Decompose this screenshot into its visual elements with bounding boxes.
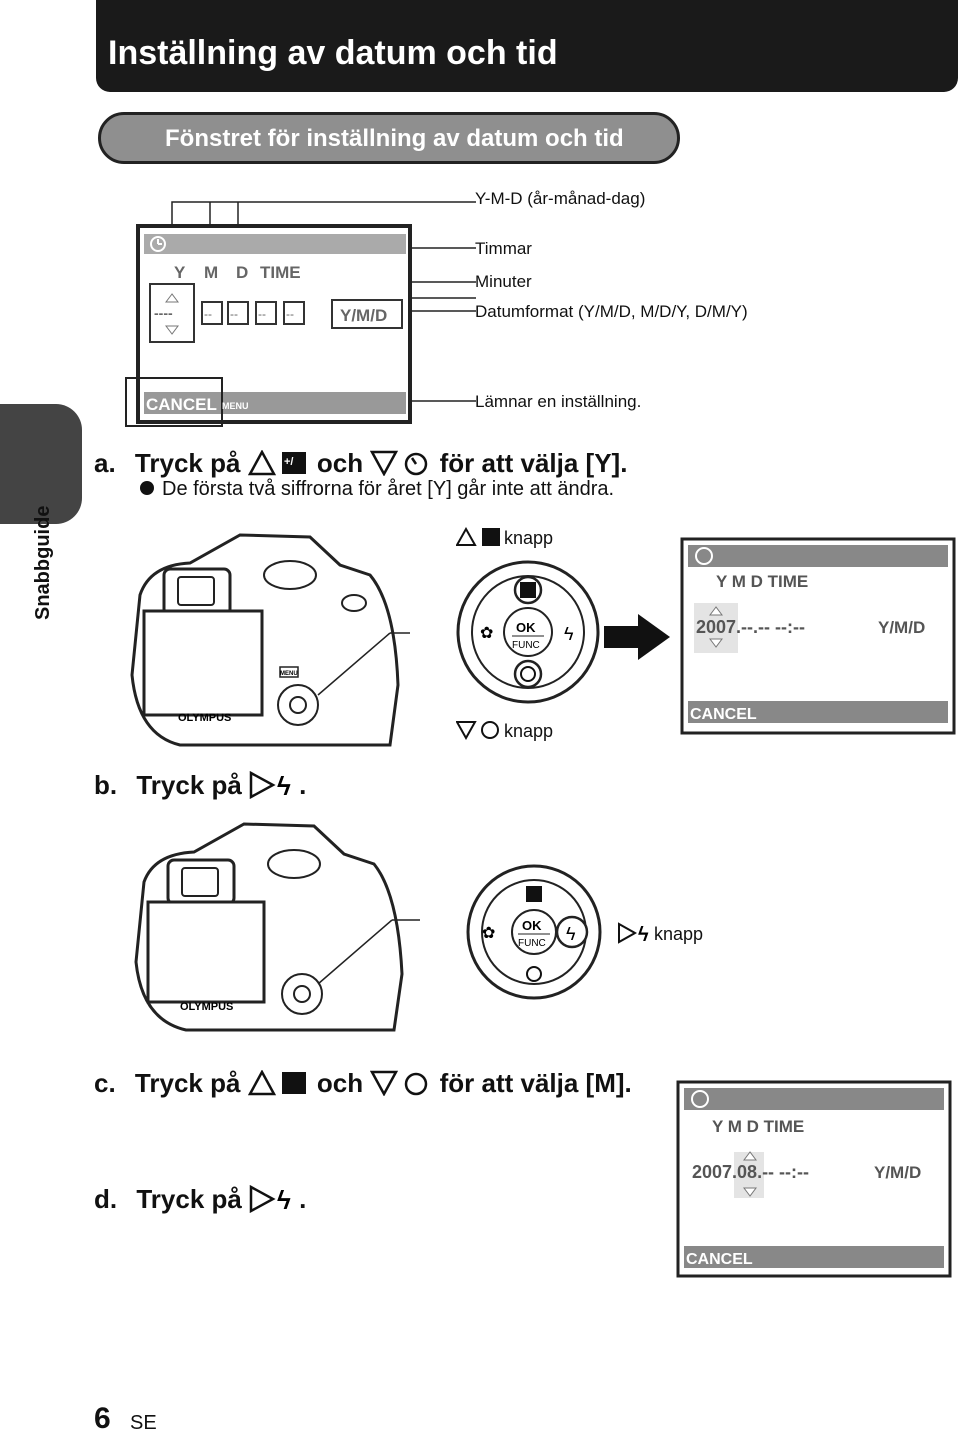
menu-label: MENU: [222, 401, 249, 411]
up-exposure-icon: [247, 1069, 306, 1096]
step-d: d. Tryck på ϟ .: [94, 1184, 307, 1215]
screen-c-format: Y/M/D: [874, 1163, 921, 1182]
knapp-right-label: ϟ knapp: [618, 922, 703, 946]
callout-format: Datumformat (Y/M/D, M/D/Y, D/M/Y): [475, 302, 748, 321]
knapp-up-label: knapp: [455, 526, 553, 549]
svg-text:+/: +/: [284, 456, 293, 468]
func-label: FUNC: [512, 640, 540, 651]
macro-icon: ✿: [480, 625, 493, 642]
ok-label-b: OK: [522, 918, 542, 933]
screen-a-format: Y/M/D: [878, 618, 925, 637]
right-flash-icon: ϟ: [618, 922, 649, 946]
step-c: c. Tryck på och för att välja [M].: [94, 1068, 632, 1098]
side-label: Snabbguide: [32, 505, 54, 620]
screen-c-labels: Y M D TIME: [712, 1117, 804, 1136]
down-selftimer-icon: [370, 450, 428, 477]
screen-c-value: 2007.08.-- --:--: [692, 1162, 809, 1182]
label-m: M: [204, 263, 218, 282]
knapp-down-label: knapp: [455, 720, 553, 742]
callout-minutes: Minuter: [475, 272, 532, 291]
side-tab: [0, 404, 82, 524]
control-pad-b: OK FUNC ✿ ϟ: [466, 864, 602, 1000]
page-header: Inställning av datum och tid: [96, 0, 958, 92]
right-flash-icon: ϟ: [249, 770, 291, 801]
callout-cancel: Lämnar en inställning.: [475, 392, 642, 411]
datetime-screen-diagram: Y M D TIME ---- -- -- -- -- Y/M/D CANCEL…: [125, 201, 476, 427]
svg-text:ϟ: ϟ: [638, 924, 649, 944]
arrow-right-icon: [604, 614, 670, 660]
callout-hours: Timmar: [475, 239, 532, 258]
control-pad-a: OK FUNC ✿ ϟ: [456, 560, 600, 704]
screen-c-diagram: Y M D TIME 2007.08.-- --:-- Y/M/D CANCEL: [676, 1080, 952, 1278]
flash-icon: ϟ: [564, 624, 574, 644]
right-flash-icon: ϟ: [249, 1184, 291, 1215]
screen-a-cancel: CANCEL: [690, 706, 757, 723]
day-placeholder: --: [230, 307, 238, 321]
step-a: a. Tryck på +/ och för att välja [Y].: [94, 448, 628, 478]
page-title: Inställning av datum och tid: [108, 34, 558, 72]
flash-icon-b: ϟ: [566, 924, 576, 944]
bullet-icon: [140, 481, 154, 495]
label-time: TIME: [260, 263, 301, 282]
month-placeholder: --: [204, 307, 212, 321]
macro-icon-b: ✿: [482, 925, 495, 942]
ok-label: OK: [516, 620, 536, 635]
section-title: Fönstret för inställning av datum och ti…: [98, 112, 680, 164]
camera-brand-b: OLYMPUS: [180, 1001, 233, 1013]
svg-text:ϟ: ϟ: [277, 1185, 291, 1213]
label-d: D: [236, 263, 248, 282]
step-b: b. Tryck på ϟ .: [94, 770, 307, 801]
hour-placeholder: --: [258, 307, 266, 321]
label-y: Y: [174, 263, 186, 282]
camera-menu-label: MENU: [280, 671, 298, 677]
screen-a-value: 2007.--.-- --:--: [696, 617, 805, 637]
camera-brand: OLYMPUS: [178, 712, 231, 724]
screen-a-labels: Y M D TIME: [716, 572, 808, 591]
screen-a-diagram: Y M D TIME 2007.--.-- --:-- Y/M/D CANCEL: [680, 537, 956, 735]
down-selftimer-icon: [455, 721, 499, 741]
minute-placeholder: --: [286, 307, 294, 321]
bullet-a: De första två siffrorna för året [Y] går…: [140, 478, 614, 501]
down-selftimer-icon: [370, 1070, 428, 1097]
up-exposure-icon: [455, 526, 500, 546]
func-label-b: FUNC: [518, 938, 546, 949]
cancel-label: CANCEL: [146, 395, 217, 414]
screen-c-cancel: CANCEL: [686, 1251, 753, 1268]
format-value: Y/M/D: [340, 306, 387, 325]
camera-illustration-a: MENU OLYMPUS: [130, 533, 410, 747]
year-placeholder: ----: [154, 305, 173, 321]
svg-text:ϟ: ϟ: [277, 771, 291, 799]
page-lang: SE: [130, 1412, 157, 1434]
up-exposure-icon: +/: [247, 449, 306, 476]
callout-ymd: Y-M-D (år-månad-dag): [475, 189, 646, 208]
page-number: 6: [94, 1402, 111, 1435]
camera-illustration-b: OLYMPUS: [134, 822, 420, 1032]
